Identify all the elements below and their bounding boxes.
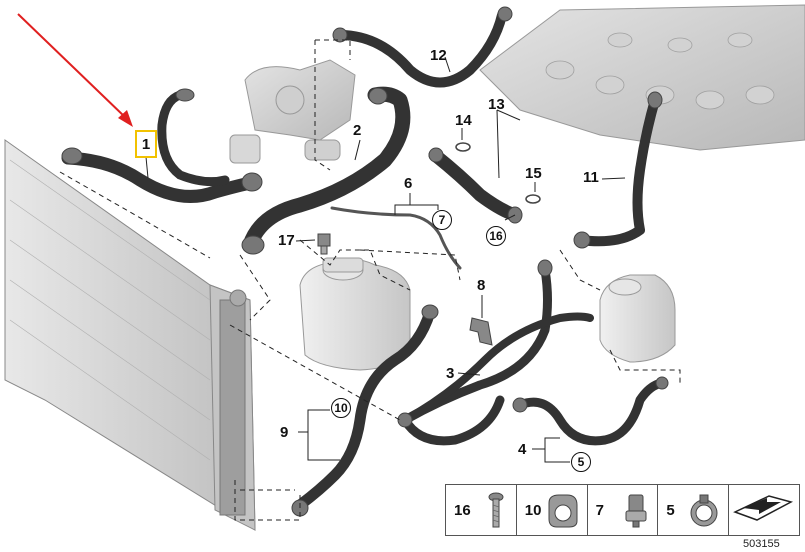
engine-head xyxy=(479,4,805,151)
legend-number: 16 xyxy=(454,501,471,519)
part-label-3: 3 xyxy=(446,365,455,382)
part-label-11: 11 xyxy=(583,169,599,186)
circle-label-16: 16 xyxy=(486,226,506,246)
legend-cell-5: 5 xyxy=(658,485,730,535)
part-label-15: 15 xyxy=(525,165,542,182)
clamp-icon xyxy=(548,494,578,528)
legend-cell-7: 7 xyxy=(588,485,659,535)
part-label-13: 13 xyxy=(488,96,505,113)
water-pump-housing xyxy=(229,59,356,164)
expansion-tank-secondary xyxy=(599,274,676,363)
circle-label-7: 7 xyxy=(432,210,452,230)
part-label-17: 17 xyxy=(278,232,295,249)
part-label-12: 12 xyxy=(430,47,447,64)
circle-label-10: 10 xyxy=(331,398,351,418)
leader-lines xyxy=(145,56,626,463)
bleed-screw xyxy=(317,233,331,255)
hoses xyxy=(61,10,667,511)
hose-fittings xyxy=(61,6,669,517)
bracket xyxy=(469,317,493,346)
legend-cell-arrow xyxy=(729,485,799,535)
diagram-id: 503155 xyxy=(743,538,780,550)
radiator xyxy=(4,139,256,531)
legend-number: 10 xyxy=(524,501,542,519)
hose-clamp-icon xyxy=(690,494,718,527)
legend-number: 5 xyxy=(666,501,675,519)
o-rings xyxy=(455,142,541,204)
part-label-6: 6 xyxy=(404,175,413,192)
clip-icon xyxy=(625,494,647,528)
reference-lines xyxy=(59,39,681,521)
circle-label-5: 5 xyxy=(571,452,591,472)
legend-number: 7 xyxy=(595,501,604,519)
expansion-tank xyxy=(299,257,411,371)
bolt-icon xyxy=(488,492,504,528)
legend-cell-16: 16 xyxy=(446,485,517,535)
part-label-9: 9 xyxy=(280,424,289,441)
pointer-arrow xyxy=(17,13,133,127)
highlighted-part-label: 1 xyxy=(135,130,157,158)
part-label-2: 2 xyxy=(353,122,362,139)
arrow-icon xyxy=(733,495,794,521)
parts-legend: 16 10 7 5 xyxy=(445,484,800,536)
part-label-4: 4 xyxy=(518,441,527,458)
legend-cell-10: 10 xyxy=(517,485,588,535)
part-label-14: 14 xyxy=(455,112,472,129)
part-label-8: 8 xyxy=(477,277,486,294)
